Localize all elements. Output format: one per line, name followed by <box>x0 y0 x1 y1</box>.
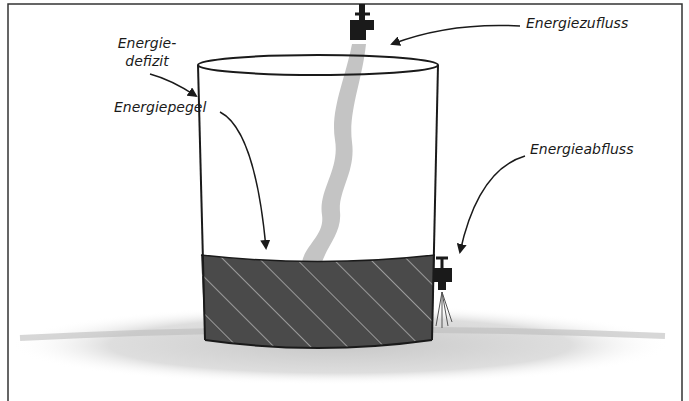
leader-arrow <box>220 112 266 248</box>
tank-rim <box>198 55 438 75</box>
leader-arrow <box>460 156 525 252</box>
tank-wall <box>432 65 438 340</box>
tank-bottom <box>205 340 432 348</box>
leader-arrow <box>150 74 196 96</box>
inflow-stream <box>302 44 366 262</box>
tap-handle <box>436 258 448 268</box>
callout-label: Energiezufluss <box>526 14 656 32</box>
inflow-faucet <box>350 20 374 40</box>
leader-arrow <box>392 25 520 44</box>
level-surface <box>201 255 435 262</box>
figure-frame <box>8 4 682 401</box>
callout-label: Energiepegel <box>114 98 234 116</box>
outflow-tap <box>433 268 452 290</box>
callout-label: Energieabfluss <box>530 140 660 158</box>
outflow-drip <box>436 292 452 328</box>
energy-level-fill <box>201 255 435 348</box>
callout-label: Energie- defizit <box>108 34 186 70</box>
faucet-handle <box>355 14 370 20</box>
